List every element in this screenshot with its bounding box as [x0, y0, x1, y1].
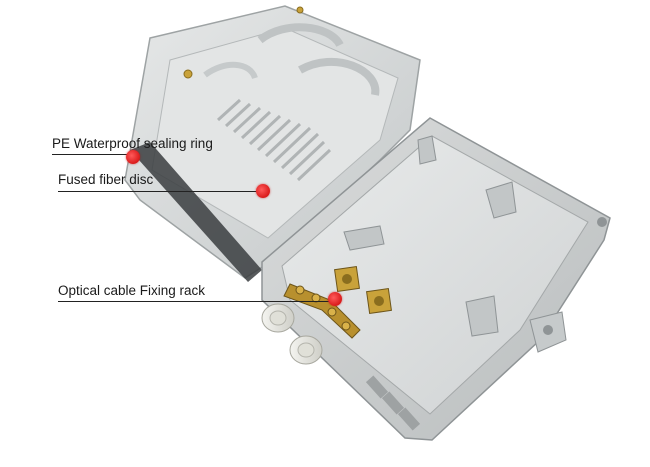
base-housing: [261, 117, 611, 441]
annotation-label-cable-rack: Optical cable Fixing rack: [58, 283, 206, 298]
marker-dot-cable-rack: [328, 292, 342, 306]
lid: [124, 5, 421, 282]
annotation-leader-fiber-disc: [58, 191, 264, 192]
annotation-label-pe-ring: PE Waterproof sealing ring: [52, 136, 213, 151]
annotation-leader-pe-ring: [52, 154, 134, 155]
annotation-label-fiber-disc: Fused fiber disc: [58, 172, 154, 187]
marker-dot-fiber-disc: [256, 184, 270, 198]
annotation-leader-cable-rack: [58, 301, 336, 302]
marker-dot-pe-ring: [126, 150, 140, 164]
cable-glands: [261, 303, 323, 365]
